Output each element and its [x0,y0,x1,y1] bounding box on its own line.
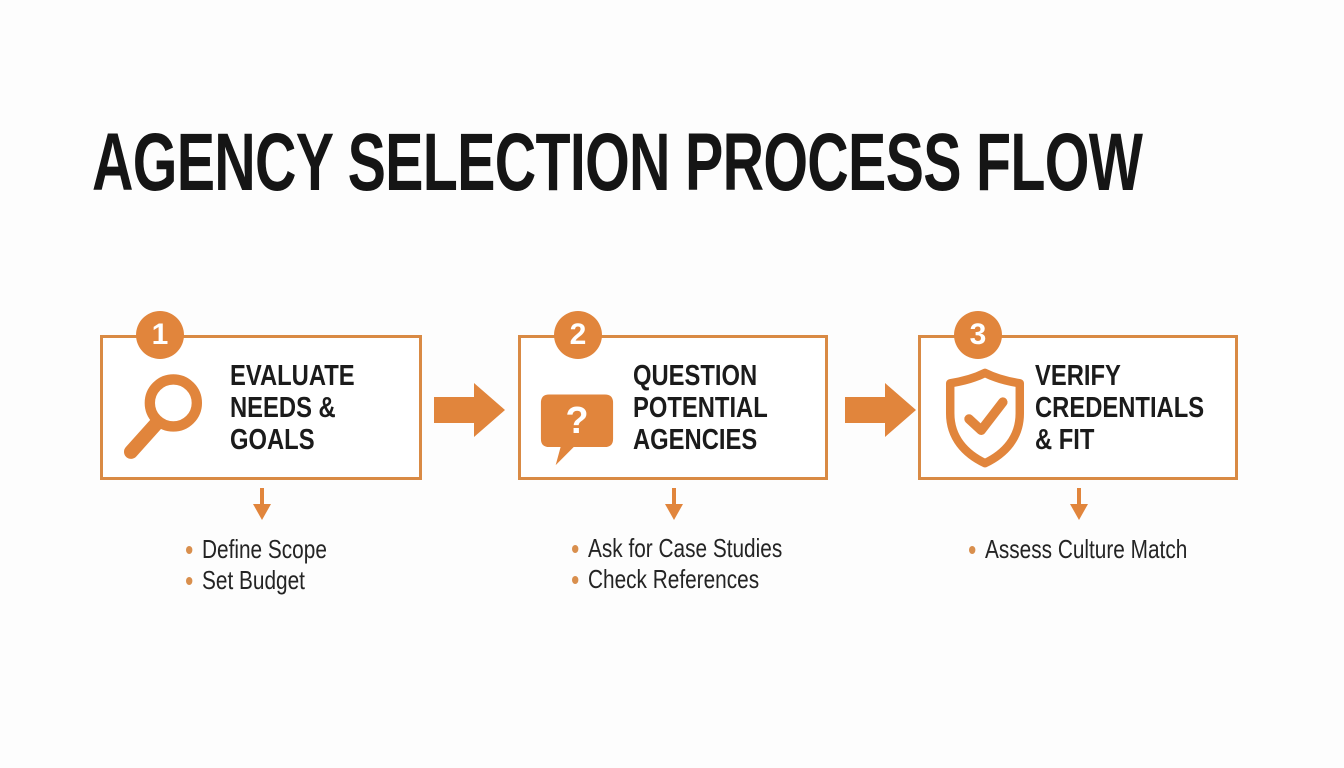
step-2-bullet-list: Ask for Case Studies Check References [572,533,782,595]
step-number-badge-2: 2 [554,311,602,359]
step-title-3-line-1: VERIFY [1035,360,1121,392]
list-item: Ask for Case Studies [572,533,782,564]
step-3-bullet-list: Assess Culture Match [969,534,1187,565]
bullet-dot-icon [969,545,976,554]
step-number-badge-3: 3 [954,311,1002,359]
step-title-3-line-2: CREDENTIALS [1035,392,1205,424]
down-arrow-icon [662,488,686,527]
step-number-3: 3 [969,318,987,351]
bullet-text: Define Scope [202,534,327,564]
step-title-2-line-2: POTENTIAL [633,392,768,424]
bullet-dot-icon [572,575,579,584]
down-arrow-icon [1067,488,1091,527]
step-number-badge-1: 1 [136,311,184,359]
list-item: Assess Culture Match [969,534,1187,565]
step-title-1-line-1: EVALUATE [230,360,355,392]
step-title-1-line-2: NEEDS & [230,392,336,424]
step-title-3: VERIFY CREDENTIALS & FIT [1035,360,1204,456]
right-arrow-icon [434,381,506,444]
bullet-dot-icon [572,544,579,553]
list-item: Define Scope [186,534,327,565]
bullet-text: Ask for Case Studies [588,533,783,563]
step-title-2-line-3: AGENCIES [633,424,758,456]
question-bubble-icon: ? [536,388,618,475]
list-item: Check References [572,564,782,595]
magnifier-icon [116,368,210,473]
step-title-1-line-3: GOALS [230,424,315,456]
page-title: AGENCY SELECTION PROCESS FLOW [92,117,1143,208]
down-arrow-icon [250,488,274,527]
step-title-3-line-3: & FIT [1035,424,1095,456]
bullet-text: Check References [588,564,760,594]
step-number-2: 2 [569,318,587,351]
step-box-3 [918,335,1238,480]
bullet-dot-icon [186,545,193,554]
step-number-1: 1 [151,318,169,351]
right-arrow-icon [845,381,917,444]
step-title-2-line-1: QUESTION [633,360,758,392]
list-item: Set Budget [186,565,327,596]
step-1-bullet-list: Define Scope Set Budget [186,534,327,596]
shield-check-icon [938,366,1032,477]
step-title-2: QUESTION POTENTIAL AGENCIES [633,360,768,456]
step-title-1: EVALUATE NEEDS & GOALS [230,360,355,456]
bullet-text: Assess Culture Match [985,534,1188,564]
bullet-text: Set Budget [202,565,305,595]
bullet-dot-icon [186,576,193,585]
svg-text:?: ? [565,399,588,441]
